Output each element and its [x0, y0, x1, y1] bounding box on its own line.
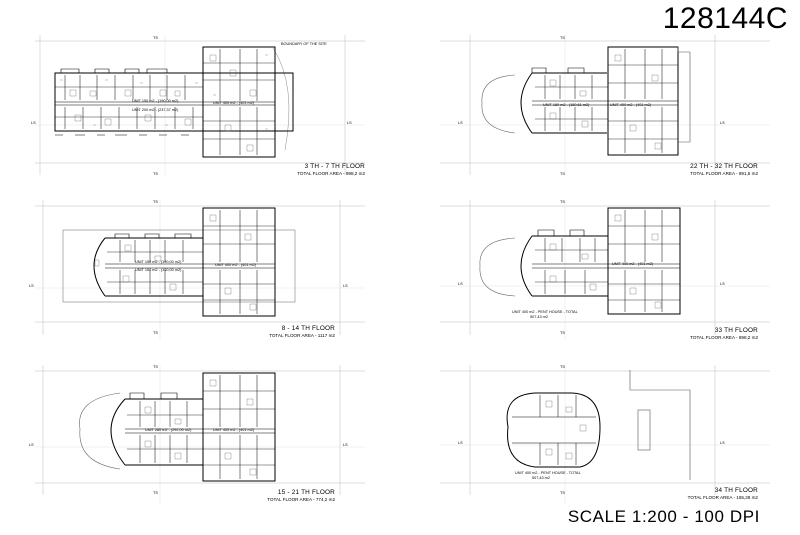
boundary-note: BOUNDARY OF THE SITE [281, 42, 327, 46]
plan-caption: 33 TH FLOOR TOTAL FLOOR AREA - 898,2 m2 [690, 327, 758, 341]
plan-title: 34 TH FLOOR [714, 487, 758, 494]
axis-label-bottom: TS [560, 172, 565, 176]
unit-label: UNIT 200 m2 - (237,37 m2) [132, 108, 179, 112]
axis-label-left: LS [29, 284, 34, 288]
unit-label: UNIT 400 m2 - (401 m2) [213, 101, 255, 105]
plan-title: 33 TH FLOOR [714, 327, 758, 334]
plan-title: 15 - 21 TH FLOOR [277, 489, 335, 496]
plan-panel-15-21: UNIT 280 m2 - (292,00 m2) UNIT 400 m2 - … [29, 365, 365, 525]
plan-area: TOTAL FLOOR AREA - 165,28 m2 [687, 495, 758, 500]
plan-title: 8 - 14 TH FLOOR [281, 325, 335, 332]
axis-label-top: TS [560, 200, 565, 204]
penthouse-label: UNIT 400 m2 - PENT HOUSE - TOTAL [515, 471, 581, 475]
plan-area: TOTAL FLOOR AREA - 998,2 m2 [297, 171, 365, 176]
axis-label-right: LS [347, 121, 352, 125]
unit-label: UNIT 400 m2 - (401 m2) [215, 263, 257, 267]
plan-area: TOTAL FLOOR AREA - 774,2 m2 [267, 497, 335, 502]
penthouse-label: UNIT 400 m2 - PENT HOUSE - TOTAL [512, 310, 578, 314]
axis-label-top: TS [560, 36, 565, 40]
floor-plan-drawing [440, 35, 770, 175]
plan-title: 3 TH - 7 TH FLOOR [304, 163, 365, 170]
axis-label-top: TS [560, 365, 565, 369]
axis-label-bottom: TS [153, 172, 158, 176]
axis-label-top: TS [153, 365, 158, 369]
unit-label: UNIT 400 m2 - (401 m2) [213, 428, 255, 432]
unit-label: UNIT 150 m2 - (150,00 m2) [135, 268, 182, 272]
unit-label: UNIT 400 m2 - (401 m2) [612, 262, 654, 266]
scale-label: SCALE 1:200 - 100 DPI [567, 507, 760, 526]
axis-label-right: LS [343, 284, 348, 288]
axis-label-right: LS [720, 441, 725, 445]
plan-panel-22-32: UNIT 180 m2 - (180,61 m2) UNIT 400 m2 - … [440, 35, 770, 195]
plan-panel-3-7: UNIT 150 m2 - (190,00 m2) UNIT 200 m2 - … [31, 35, 365, 195]
plan-area: TOTAL FLOOR AREA - 1117 m2 [269, 333, 335, 338]
plan-panel-34: UNIT 400 m2 - PENT HOUSE - TOTAL 507,43 … [440, 365, 770, 525]
axis-label-top: TS [153, 36, 158, 40]
plan-area: TOTAL FLOOR AREA - 898,2 m2 [690, 335, 758, 340]
plan-caption: 34 TH FLOOR TOTAL FLOOR AREA - 165,28 m2 [688, 487, 758, 501]
drawing-code: 128144C [662, 2, 788, 35]
plan-area: TOTAL FLOOR AREA - 891,5 m2 [690, 171, 758, 176]
floor-plan-drawing [440, 365, 770, 505]
floor-plan-drawing [35, 35, 365, 175]
unit-label: UNIT 280 m2 - (292,00 m2) [145, 428, 192, 432]
axis-label-left: LS [31, 121, 36, 125]
axis-label-left: LS [29, 443, 34, 447]
plan-caption: 3 TH - 7 TH FLOOR TOTAL FLOOR AREA - 998… [297, 163, 365, 177]
axis-label-left: LS [458, 441, 463, 445]
axis-label-bottom: TS [560, 491, 565, 495]
plan-caption: 15 - 21 TH FLOOR TOTAL FLOOR AREA - 774,… [267, 489, 335, 503]
unit-label: UNIT 400 m2 - (401 m2) [610, 103, 652, 107]
axis-label-bottom: TS [153, 331, 158, 335]
axis-label-right: LS [720, 282, 725, 286]
floor-plan-drawing [440, 200, 770, 340]
plan-caption: 22 TH - 32 TH FLOOR TOTAL FLOOR AREA - 8… [690, 163, 758, 177]
axis-label-right: LS [343, 443, 348, 447]
floor-plan-drawing [35, 365, 365, 505]
plan-panel-33: UNIT 400 m2 - (401 m2) UNIT 400 m2 - PEN… [440, 200, 770, 360]
unit-label: UNIT 150 m2 - (190,00 m2) [132, 99, 179, 103]
axis-label-left: LS [458, 121, 463, 125]
axis-label-bottom: TS [153, 491, 158, 495]
unit-label: UNIT 150 m2 - (190,00 m2) [135, 260, 182, 264]
axis-label-top: TS [153, 200, 158, 204]
axis-label-bottom: TS [560, 331, 565, 335]
floor-plan-drawing [35, 200, 365, 340]
penthouse-area: 507,43 m2 [532, 476, 550, 480]
plan-panel-8-14: UNIT 150 m2 - (190,00 m2) UNIT 150 m2 - … [29, 200, 365, 360]
plan-title: 22 TH - 32 TH FLOOR [690, 163, 758, 170]
unit-label: UNIT 180 m2 - (180,61 m2) [543, 103, 590, 107]
axis-label-right: LS [720, 121, 725, 125]
plan-caption: 8 - 14 TH FLOOR TOTAL FLOOR AREA - 1117 … [269, 325, 335, 339]
penthouse-area: 507,43 m2 [530, 315, 548, 319]
axis-label-left: LS [458, 282, 463, 286]
